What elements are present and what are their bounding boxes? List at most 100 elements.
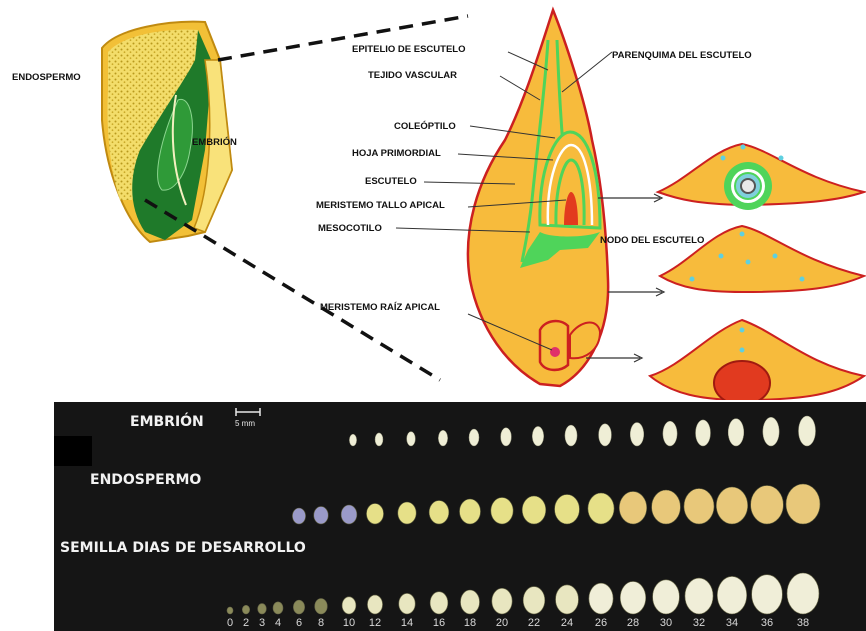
cross-section-root [650,320,864,400]
day-label: 30 [660,617,672,629]
endosperm-piece [786,484,820,524]
scale-bar-label: 5 mm [235,419,255,428]
endosperm-piece [491,498,513,525]
endosperm-piece [619,492,647,525]
cross-section-coleoptile [658,144,864,210]
scale-bar: 5 mm [235,408,260,428]
endosperm-piece [684,489,714,525]
endosperm-piece [652,490,681,524]
photo-canvas: EMBRIÓN 5 mm ENDOSPERMO SEMILLA DIAS DE … [54,402,866,631]
day-label: 36 [761,617,773,629]
day-label: 14 [401,617,413,629]
seed-kernel [717,576,746,614]
endosperm-piece [588,493,614,524]
day-label: 3 [259,617,265,629]
embryo-piece [501,428,512,446]
seed-kernel [556,585,579,614]
endosperm-row [292,484,820,524]
seed-kernel [293,600,304,614]
embryo-piece [763,417,779,446]
kernel-illustration [102,22,232,242]
label-meristemo-tallo: MERISTEMO TALLO APICAL [316,200,445,211]
label-mesocotilo: MESOCOTILO [318,223,382,234]
endosperm-piece [460,499,481,524]
embryo-piece [630,423,644,447]
embryo-piece [469,429,479,446]
day-label: 28 [627,617,639,629]
zoom-line-bottom [145,200,440,380]
label-epitelio: EPITELIO DE ESCUTELO [352,44,466,55]
endosperm-piece [522,496,546,524]
endosperm-piece [751,486,784,525]
seed-kernel [227,607,233,614]
label-coleoptilo: COLEÓPTILO [394,120,456,132]
day-labels: 023468101214161820222426283032343638 [227,617,809,629]
day-label: 38 [797,617,809,629]
row-title-semilla: SEMILLA DIAS DE DESARROLLO [60,540,306,556]
day-label: 24 [561,617,573,629]
seed-kernel [273,602,283,614]
seed-kernel [523,587,545,614]
label-parenquima: PARENQUIMA DEL ESCUTELO [612,50,752,61]
black-swatch [54,436,92,466]
label-escutelo: ESCUTELO [365,176,417,187]
embryo-row [349,416,815,446]
embryo-piece [799,416,816,446]
endosperm-piece [314,507,329,525]
embryo-piece [532,426,543,446]
day-label: 6 [296,617,302,629]
day-label: 18 [464,617,476,629]
seed-kernel [315,599,328,615]
day-label: 34 [726,617,738,629]
day-label: 10 [343,617,355,629]
embryo-diagram: ENDOSPERMO EMBRIÓN EPITELIO DE ESCUTELO … [0,0,866,400]
endosperm-piece [716,487,747,524]
embryo-enlarged [468,10,608,386]
label-embrion: EMBRIÓN [192,136,237,148]
seed-kernel [367,595,382,614]
embryo-piece [375,433,383,446]
embryo-piece [696,420,711,446]
label-meristemo-raiz: MERISTEMO RAÍZ APICAL [320,302,440,313]
day-label: 12 [369,617,381,629]
day-label: 8 [318,617,324,629]
embryo-piece [663,421,677,446]
endosperm-piece [292,508,305,524]
kernel-development-photo: EMBRIÓN 5 mm ENDOSPERMO SEMILLA DIAS DE … [54,402,866,631]
embryo-piece [349,434,356,446]
row-title-endospermo: ENDOSPERMO [90,472,201,488]
day-label: 4 [275,617,281,629]
endosperm-piece [366,504,383,525]
endosperm-piece [429,501,449,525]
seed-kernel [399,593,415,614]
seed-kernel [258,604,267,614]
seed-kernel [620,582,646,615]
seed-kernel [752,575,783,614]
embryo-piece [407,432,416,446]
day-label: 16 [433,617,445,629]
label-nodo: NODO DEL ESCUTELO [600,235,704,246]
endosperm-piece [398,502,416,524]
day-label: 2 [243,617,249,629]
seed-kernel [492,588,512,614]
embryo-piece [599,424,612,446]
seed-kernel [242,605,249,614]
label-hoja: HOJA PRIMORDIAL [352,148,441,159]
seed-kernel [342,597,356,614]
seed-kernel [589,583,613,614]
label-endospermo: ENDOSPERMO [12,72,81,83]
day-label: 20 [496,617,508,629]
seed-kernel [653,580,680,614]
day-label: 0 [227,617,233,629]
root-apical-meristem [550,347,560,357]
embryo-piece [728,419,744,446]
seed-kernel [430,592,448,614]
endosperm-piece [341,505,357,524]
label-tejido: TEJIDO VASCULAR [368,70,457,81]
endosperm-piece [555,495,580,525]
embryo-piece [565,425,577,446]
seed-kernel [461,590,480,614]
day-label: 22 [528,617,540,629]
embryo-piece [438,430,447,446]
row-title-embrion: EMBRIÓN [130,412,204,430]
